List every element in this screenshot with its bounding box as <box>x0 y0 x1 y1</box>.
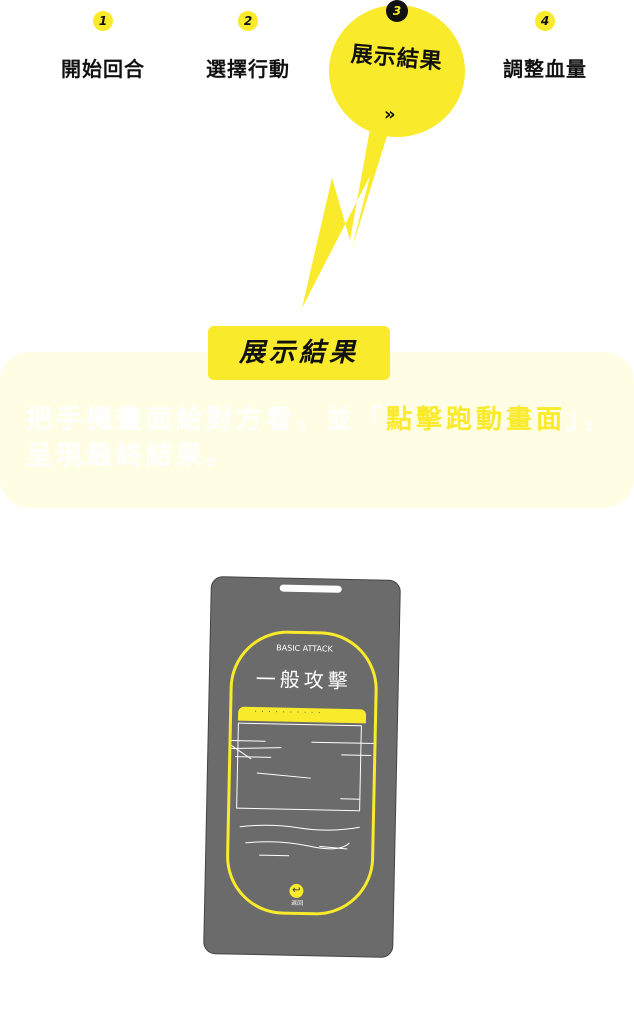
step-2[interactable]: 2 選擇行動 <box>183 10 313 82</box>
description-text-before: 把手機畫面給對方看，並「 <box>26 405 387 435</box>
phone-illustration: BASIC ATTACK 一般攻擊 · · · · · · · · · · ↩ <box>203 576 401 958</box>
section-title-tag: 展示結果 <box>208 326 390 380</box>
scribble-lines <box>227 731 376 857</box>
back-label: 返回 <box>291 899 304 908</box>
step-4-label: 調整血量 <box>503 57 587 81</box>
step-4[interactable]: 4 調整血量 <box>480 10 610 82</box>
lightning-bolt-icon <box>302 118 392 308</box>
description-text: 把手機畫面給對方看，並「點擊跑動畫面」，呈現最終結果。 <box>26 402 616 474</box>
active-step-bubble <box>329 5 465 137</box>
step-1[interactable]: 1 開始回合 <box>38 10 168 82</box>
chevron-right-icon: » <box>384 104 396 125</box>
phone-notch <box>279 584 342 593</box>
step-1-number: 1 <box>93 11 113 31</box>
description-text-after: 」，呈現最終結果。 <box>26 405 614 471</box>
step-3-active[interactable]: 3 展示結果 <box>332 0 462 75</box>
step-2-number: 2 <box>238 11 258 31</box>
description-highlight: 點擊跑動畫面 <box>386 405 567 435</box>
step-4-number: 4 <box>535 11 555 31</box>
step-3-number: 3 <box>386 0 408 22</box>
step-2-label: 選擇行動 <box>206 57 290 81</box>
step-1-label: 開始回合 <box>61 57 145 81</box>
attack-card: BASIC ATTACK 一般攻擊 · · · · · · · · · · ↩ <box>224 629 379 917</box>
section-title: 展示結果 <box>238 338 359 368</box>
